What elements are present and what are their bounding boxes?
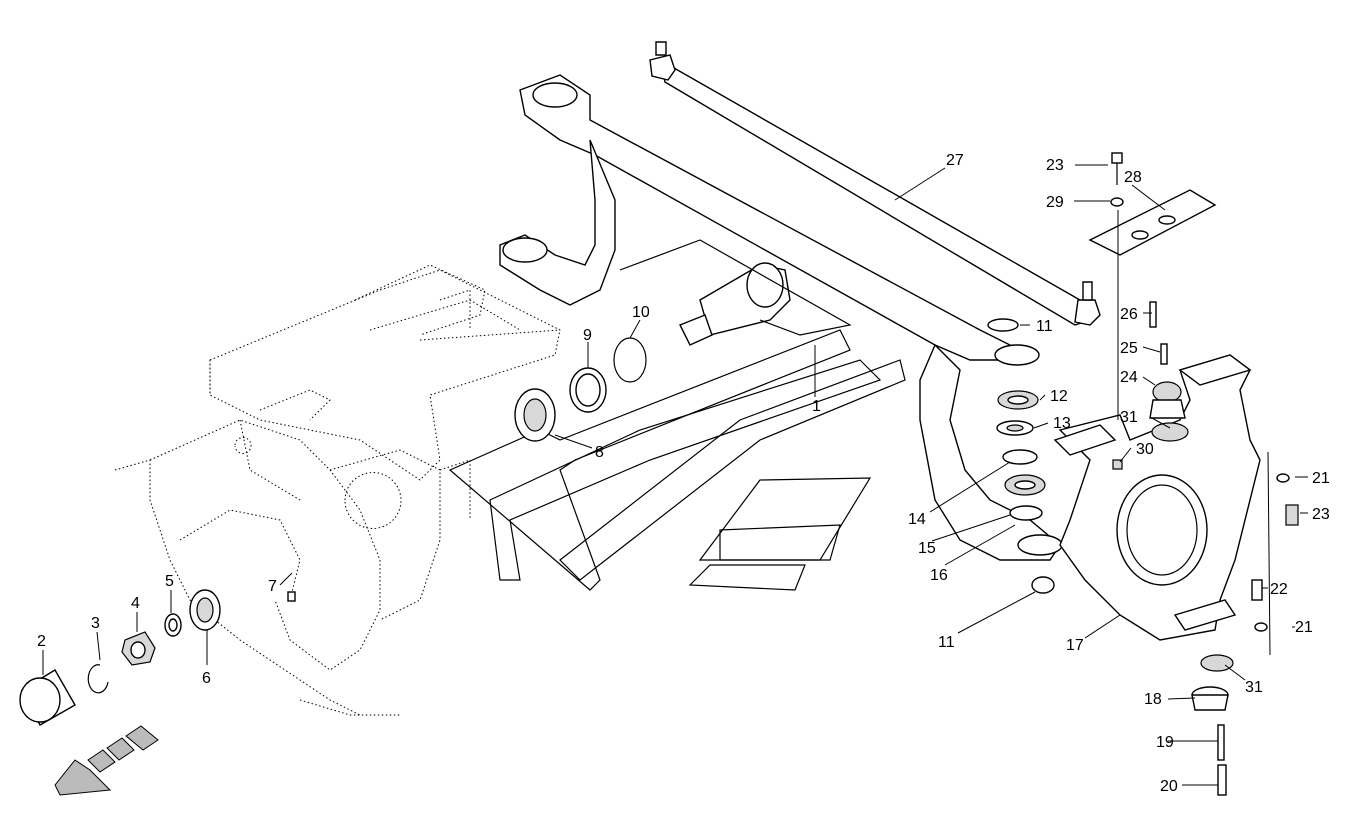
callout-1: 1 bbox=[812, 398, 821, 415]
callout-4: 4 bbox=[131, 595, 140, 612]
callout-7: 7 bbox=[268, 578, 277, 595]
callout-26: 26 bbox=[1120, 306, 1138, 323]
pivot-parts bbox=[987, 318, 1055, 594]
callout-29: 29 bbox=[1046, 194, 1064, 211]
callout-2: 2 bbox=[37, 633, 46, 650]
wheel-end-parts bbox=[19, 337, 647, 726]
tie-rod bbox=[649, 41, 1101, 326]
callout-11b: 11 bbox=[938, 634, 955, 651]
callout-17: 17 bbox=[1066, 637, 1084, 654]
callout-22: 22 bbox=[1270, 581, 1288, 598]
front-axle-beam bbox=[499, 74, 1063, 561]
callout-3: 3 bbox=[91, 615, 100, 632]
callout-24: 24 bbox=[1120, 369, 1138, 386]
callout-15: 15 bbox=[918, 540, 936, 557]
callout-10: 10 bbox=[632, 304, 650, 321]
callout-31b: 31 bbox=[1245, 679, 1263, 696]
callout-11a: 11 bbox=[1036, 318, 1053, 335]
callout-21b: 21 bbox=[1295, 619, 1313, 636]
callout-13: 13 bbox=[1053, 415, 1071, 432]
callout-labels: 1 2 3 4 5 6 7 8 9 10 11 11 12 13 14 15 1… bbox=[37, 152, 1330, 795]
axle-support-bracket bbox=[1053, 152, 1299, 796]
callout-21a: 21 bbox=[1312, 470, 1330, 487]
callout-20: 20 bbox=[1160, 778, 1178, 795]
callout-5: 5 bbox=[165, 573, 174, 590]
callout-23b: 23 bbox=[1312, 506, 1330, 523]
callout-25: 25 bbox=[1120, 340, 1138, 357]
callout-8: 8 bbox=[595, 444, 604, 461]
front-direction-arrow-icon bbox=[54, 725, 159, 796]
callout-23a: 23 bbox=[1046, 157, 1064, 174]
callout-31a: 31 bbox=[1120, 409, 1138, 426]
tractor-frame-outline bbox=[114, 264, 561, 716]
callout-30: 30 bbox=[1136, 441, 1154, 458]
background-logo-outline bbox=[448, 329, 906, 591]
callout-18: 18 bbox=[1144, 691, 1162, 708]
callout-6: 6 bbox=[202, 670, 211, 687]
leader-lines bbox=[42, 164, 1308, 786]
callout-27: 27 bbox=[946, 152, 964, 169]
callout-28: 28 bbox=[1124, 169, 1142, 186]
callout-12: 12 bbox=[1050, 388, 1068, 405]
callout-9: 9 bbox=[583, 327, 592, 344]
callout-14: 14 bbox=[908, 511, 926, 528]
callout-19: 19 bbox=[1156, 734, 1174, 751]
callout-16: 16 bbox=[930, 567, 948, 584]
